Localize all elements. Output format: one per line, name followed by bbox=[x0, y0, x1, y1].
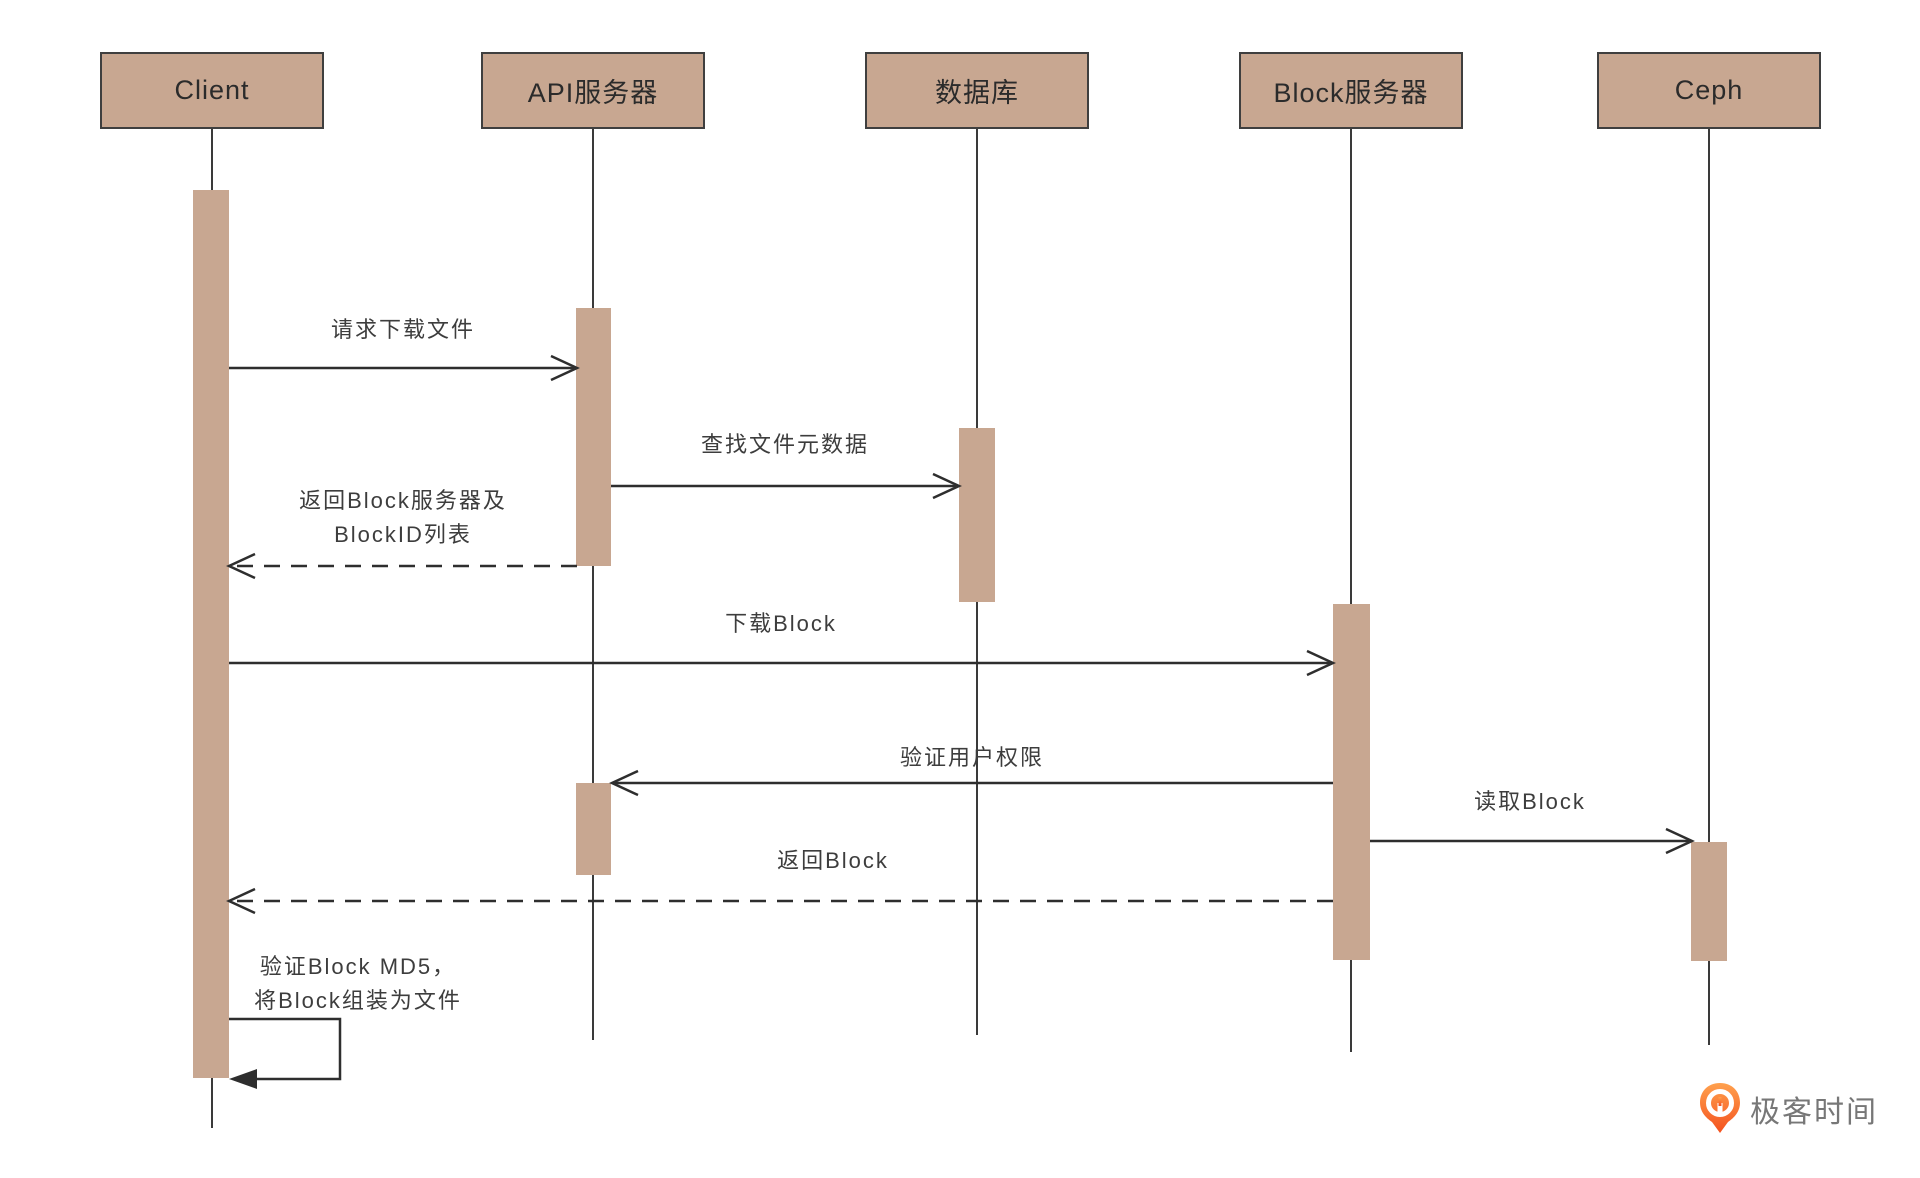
lifeline-ceph bbox=[1708, 129, 1710, 1045]
actor-box-database: 数据库 bbox=[865, 52, 1089, 129]
lifeline-api-server bbox=[592, 129, 594, 1040]
actor-label-block-server: Block服务器 bbox=[1273, 78, 1429, 108]
actor-box-client: Client bbox=[100, 52, 324, 129]
activation-api-server-1 bbox=[576, 308, 611, 566]
message-label-line1: 验证Block MD5， bbox=[259, 954, 457, 979]
message-label-verify-md5: 验证Block MD5， 将Block组装为文件 bbox=[254, 950, 462, 1018]
message-label-verify-permission: 验证用户权限 bbox=[899, 745, 1045, 770]
geektime-pin-icon bbox=[1700, 1083, 1740, 1133]
message-label-line2: 将Block组装为文件 bbox=[254, 988, 462, 1013]
message-label-request-download: 请求下载文件 bbox=[330, 317, 476, 342]
message-label-find-metadata: 查找文件元数据 bbox=[700, 432, 870, 457]
lifeline-block-server bbox=[1350, 129, 1352, 1052]
message-label-return-block: 返回Block bbox=[777, 848, 889, 873]
activation-api-server-2 bbox=[576, 783, 611, 875]
message-label-download-block: 下载Block bbox=[725, 611, 837, 636]
actor-box-ceph: Ceph bbox=[1597, 52, 1821, 129]
activation-block-server bbox=[1333, 604, 1370, 960]
actor-box-api-server: API服务器 bbox=[481, 52, 705, 129]
activation-client bbox=[193, 190, 229, 1078]
message-label-line2: BlockID列表 bbox=[334, 522, 472, 547]
brand-logo: 极客时间 bbox=[1698, 1083, 1878, 1135]
actor-label-database: 数据库 bbox=[935, 78, 1019, 108]
message-label-line1: 返回Block服务器及 bbox=[299, 488, 507, 513]
actor-label-ceph: Ceph bbox=[1674, 75, 1744, 105]
message-label-read-block: 读取Block bbox=[1474, 789, 1586, 814]
brand-logo-text: 极客时间 bbox=[1750, 1096, 1878, 1129]
message-label-return-block-server: 返回Block服务器及 BlockID列表 bbox=[299, 484, 507, 552]
actor-box-block-server: Block服务器 bbox=[1239, 52, 1463, 129]
activation-ceph bbox=[1691, 842, 1727, 961]
activation-database bbox=[959, 428, 995, 602]
actor-label-api-server: API服务器 bbox=[527, 78, 659, 108]
actor-label-client: Client bbox=[174, 75, 250, 105]
